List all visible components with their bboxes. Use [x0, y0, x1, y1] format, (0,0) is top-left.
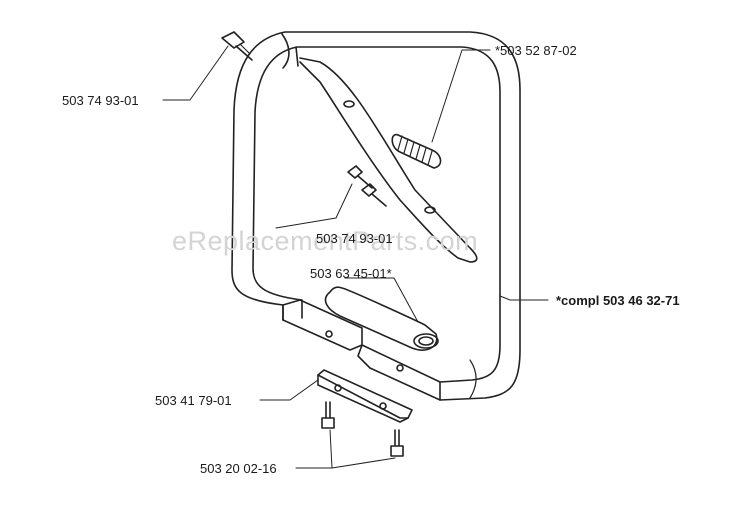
screws-mid: [347, 165, 387, 207]
clamp-plate: [317, 369, 413, 423]
bottom-brackets: [282, 299, 441, 401]
bolts-bottom: [321, 401, 404, 457]
grip-sleeve: [324, 286, 439, 351]
label-screws-mid: 503 74 93-01: [316, 231, 393, 246]
label-clamp-plate: 503 41 79-01: [155, 393, 232, 408]
label-screw-top: 503 74 93-01: [62, 93, 139, 108]
label-grip-spring: *503 52 87-02: [495, 43, 577, 58]
label-bolts-bottom: 503 20 02-16: [200, 461, 277, 476]
screw-top: [221, 31, 253, 61]
handle-bar: [231, 31, 521, 401]
spring-insert: [391, 133, 442, 169]
inner-brace: [299, 57, 478, 263]
leader-lines: [162, 45, 549, 469]
label-handle-complete: *compl 503 46 32-71: [556, 293, 680, 308]
label-grip-sleeve: 503 63 45-01*: [310, 266, 392, 281]
watermark-text: eReplacementParts.com: [172, 226, 479, 256]
